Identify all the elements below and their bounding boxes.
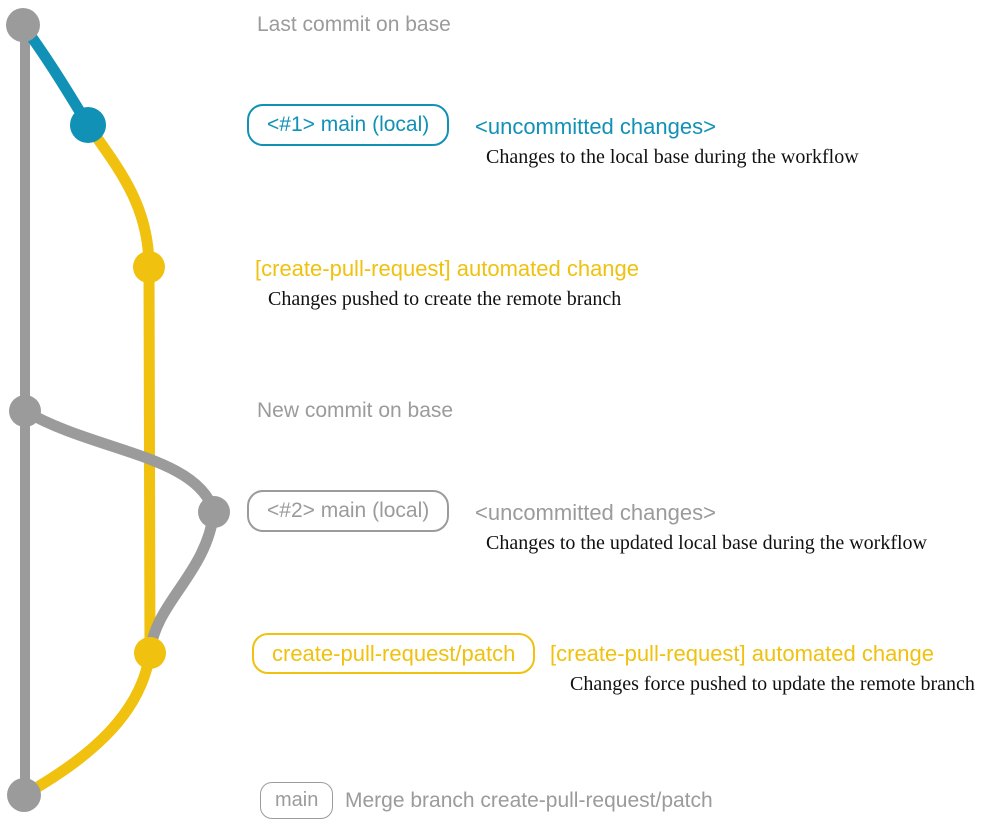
branch-badge-main-local-1: <#1> main (local): [247, 104, 450, 146]
label-merge-branch: Merge branch create-pull-request/patch: [345, 789, 713, 812]
label-last-commit-on-base: Last commit on base: [257, 13, 451, 36]
merge-edge: [18, 647, 156, 801]
label-new-commit-on-base: New commit on base: [257, 399, 454, 422]
rebase-update-edge: [144, 506, 220, 659]
commit-dot-remote-1: [133, 251, 165, 283]
desc-uncommitted-changes-2: Changes to the updated local base during…: [486, 532, 927, 554]
commit-dot-local-1: [70, 107, 106, 143]
commit-dot-base-last: [6, 8, 40, 42]
commit-dot-merge: [7, 778, 41, 812]
heading-uncommitted-changes-2: <uncommitted changes>: [475, 500, 716, 525]
heading-automated-change-2: [create-pull-request] automated change: [550, 641, 935, 666]
desc-uncommitted-changes-1: Changes to the local base during the wor…: [486, 146, 859, 168]
heading-automated-change-1: [create-pull-request] automated change: [255, 256, 640, 281]
commit-dot-base-new: [9, 395, 41, 427]
branch-badge-create-pull-request-patch: create-pull-request/patch: [252, 633, 536, 674]
desc-automated-change-1: Changes pushed to create the remote bran…: [268, 288, 622, 310]
branch-badge-main: main: [260, 782, 334, 819]
remote-branch-create-edge: [82, 119, 155, 273]
uncommitted-changes-edge-2: [19, 405, 220, 518]
heading-uncommitted-changes-1: <uncommitted changes>: [475, 114, 716, 139]
branch-badge-main-local-2: <#2> main (local): [247, 490, 450, 532]
commit-dot-local-2: [198, 496, 230, 528]
desc-automated-change-2: Changes force pushed to update the remot…: [570, 673, 975, 695]
commit-dot-remote-2: [134, 637, 166, 669]
